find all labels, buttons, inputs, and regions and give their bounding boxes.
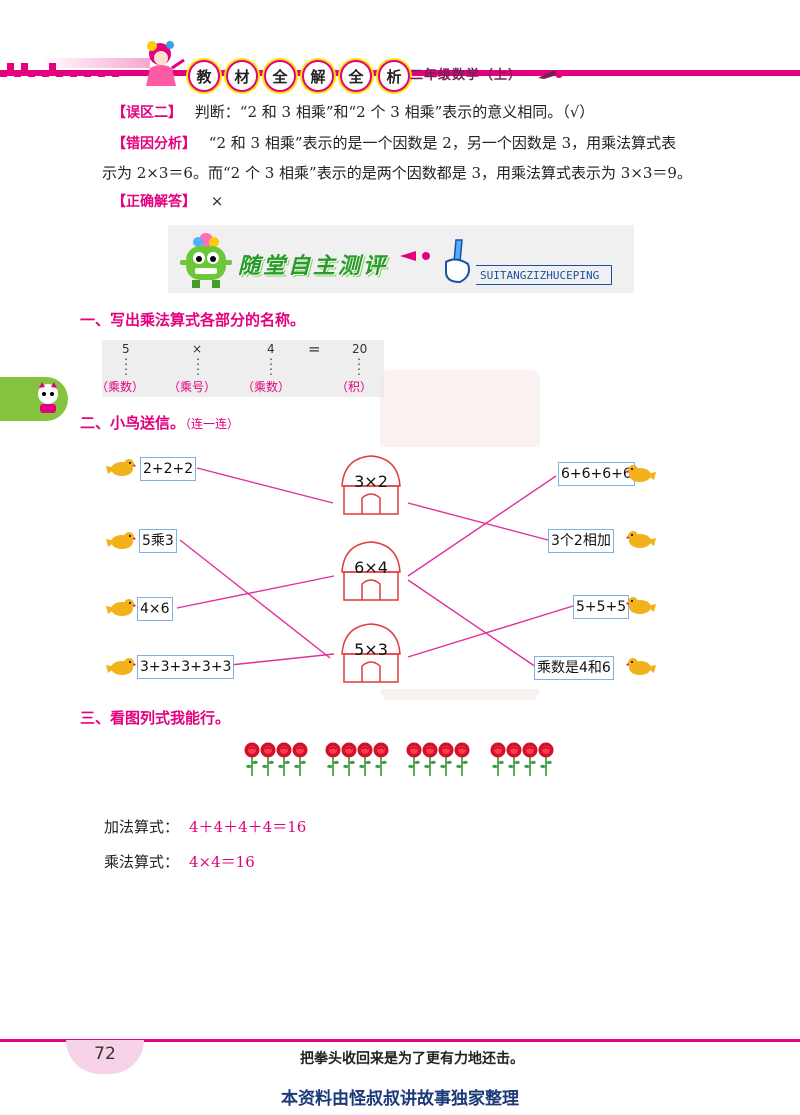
section2-note: （连一连） xyxy=(185,417,240,431)
answer-tag: 【正确解答】 xyxy=(112,194,196,210)
rose-icon xyxy=(244,742,260,776)
dot-leader: :: xyxy=(357,354,362,378)
rose-icon xyxy=(522,742,538,776)
rose-icon xyxy=(422,742,438,776)
house-label: 3×2 xyxy=(354,472,388,491)
rose-icon xyxy=(325,742,341,776)
rose-icon xyxy=(538,742,554,776)
right-card[interactable]: 乘数是4和6 xyxy=(534,656,614,680)
bird-icon xyxy=(626,531,656,548)
addition-answer: 4＋4＋4＋4＝16 xyxy=(189,818,307,836)
answer-line: 【正确解答】 × xyxy=(112,191,223,212)
left-card[interactable]: 5乘3 xyxy=(139,529,177,553)
section3-heading: 三、看图列式我能行。 xyxy=(80,709,231,727)
right-card[interactable]: 3个2相加 xyxy=(548,529,614,553)
banner-title: 随堂自主测评 xyxy=(238,254,389,279)
subject-label: 二年级数学（上） xyxy=(410,68,523,83)
equation-times-sign: × xyxy=(192,342,203,356)
rose-icon xyxy=(292,742,308,776)
book-title-char: 材 xyxy=(226,60,258,92)
book-title-char: 全 xyxy=(340,60,372,92)
bird-icon xyxy=(626,597,656,614)
dot-leader: :: xyxy=(196,354,201,378)
header-fade xyxy=(40,58,150,68)
section2-heading: 二、小鸟送信。（连一连） xyxy=(80,412,239,433)
answer-times-sign: （乘号） xyxy=(168,380,217,394)
rose-icon xyxy=(490,742,506,776)
house-label: 5×3 xyxy=(354,640,388,659)
house-label: 6×4 xyxy=(354,558,388,577)
house-icon xyxy=(341,623,401,683)
girl-mascot-icon xyxy=(146,41,185,86)
quiz-banner xyxy=(168,225,634,293)
book-title: 教 材 全 解 全 析 xyxy=(188,60,410,92)
multiplication-row: 乘法算式： 4×4＝16 xyxy=(104,851,255,872)
house-icon xyxy=(341,541,401,601)
book-title-char: 解 xyxy=(302,60,334,92)
section1-heading: 一、写出乘法算式各部分的名称。 xyxy=(80,311,306,329)
bird-icon xyxy=(106,658,136,675)
mistake-text: 判断：“2 和 3 相乘”和“2 个 3 相乘”表示的意义相同。（√） xyxy=(194,103,595,121)
addition-row: 加法算式： 4＋4＋4＋4＝16 xyxy=(104,816,306,837)
left-card[interactable]: 3+3+3+3+3 xyxy=(137,655,235,679)
multiplication-answer: 4×4＝16 xyxy=(189,853,255,871)
addition-label: 加法算式： xyxy=(104,818,180,836)
page-number: 72 xyxy=(94,1044,116,1064)
bird-icon xyxy=(106,532,136,549)
rose-icon xyxy=(357,742,373,776)
book-title-char: 析 xyxy=(378,60,410,92)
answer-product: （积） xyxy=(336,380,373,394)
book-title-char: 全 xyxy=(264,60,296,92)
rose-icon xyxy=(260,742,276,776)
hand-pencil-icon xyxy=(445,239,470,284)
house-icon xyxy=(341,455,401,515)
left-card[interactable]: 4×6 xyxy=(137,597,173,621)
equation-product: 20 xyxy=(352,342,368,356)
bird-icon xyxy=(106,459,136,476)
multiplication-label: 乘法算式： xyxy=(104,853,180,871)
bird-icon xyxy=(626,465,656,482)
bird-icon xyxy=(106,599,136,616)
analysis-text-1: “2 和 3 相乘”表示的是一个因数是 2，另一个因数是 3，用乘法算式表 xyxy=(208,134,677,152)
mistake-tag: 【误区二】 xyxy=(112,105,182,121)
banner-subtitle: SUITANGZIZHUCEPING xyxy=(476,265,612,285)
footer-line xyxy=(0,1039,800,1042)
rose-icon xyxy=(454,742,470,776)
equation-factor-2: 4 xyxy=(267,342,275,356)
green-monster-icon xyxy=(180,233,232,288)
section2-title: 二、小鸟送信。 xyxy=(80,414,186,432)
pencil-icon xyxy=(538,70,563,79)
house-card[interactable]: 5×3 xyxy=(336,620,406,686)
dot-leader: :: xyxy=(124,354,129,378)
analysis-text-2: 示为 2×3＝6。而“2 个 3 相乘”表示的是两个因数都是 3，用乘法算式表示… xyxy=(102,164,692,182)
footer-motto: 把拳头收回来是为了更有力地还击。 xyxy=(300,1051,524,1067)
equation-equals-sign: = xyxy=(308,340,321,358)
right-card[interactable]: 5+5+5 xyxy=(573,595,630,619)
analysis-line-1: 【错因分析】 “2 和 3 相乘”表示的是一个因数是 2，另一个因数是 3，用乘… xyxy=(112,133,676,154)
answer-factor-2: （乘数） xyxy=(242,380,291,394)
bird-icon xyxy=(626,658,656,675)
rose-icon xyxy=(276,742,292,776)
rose-icon xyxy=(506,742,522,776)
cat-mascot-icon xyxy=(38,382,58,413)
answer-factor-1: （乘数） xyxy=(96,380,145,394)
rose-icon xyxy=(438,742,454,776)
side-tab xyxy=(0,377,68,421)
mistake-line: 【误区二】 判断：“2 和 3 相乘”和“2 个 3 相乘”表示的意义相同。（√… xyxy=(112,102,594,123)
house-card[interactable]: 3×2 xyxy=(336,452,406,518)
rose-icon xyxy=(373,742,389,776)
book-title-char: 教 xyxy=(188,60,220,92)
house-card[interactable]: 6×4 xyxy=(336,538,406,604)
footer-credit: 本资料由怪叔叔讲故事独家整理 xyxy=(281,1089,519,1109)
arrow-icon xyxy=(400,251,430,261)
left-card[interactable]: 2+2+2 xyxy=(140,457,197,481)
right-card[interactable]: 6+6+6+6 xyxy=(558,462,635,486)
rose-icon xyxy=(341,742,357,776)
equation-factor-1: 5 xyxy=(122,342,130,356)
rose-icon xyxy=(406,742,422,776)
answer-mark: × xyxy=(210,192,224,210)
equation-panel xyxy=(102,340,384,397)
analysis-tag: 【错因分析】 xyxy=(112,136,196,152)
dot-leader: :: xyxy=(269,354,274,378)
